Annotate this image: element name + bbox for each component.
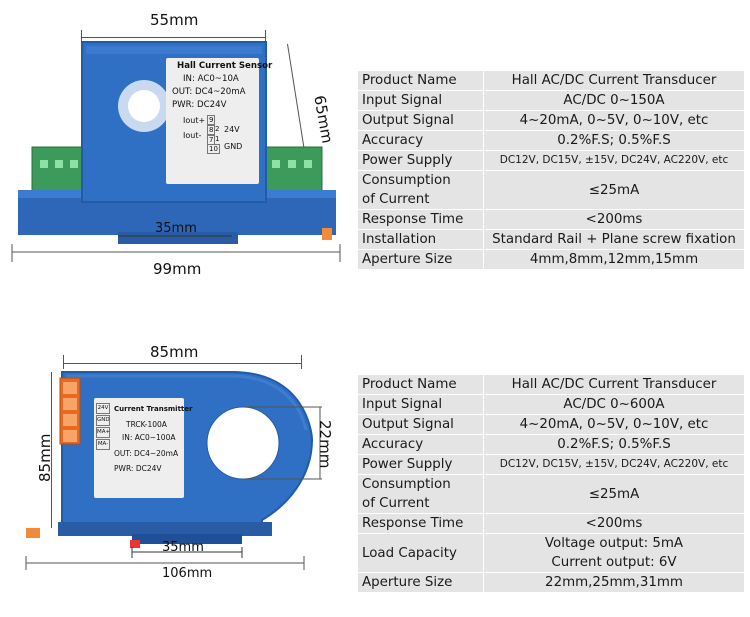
spec-key: Response Time xyxy=(357,513,484,534)
tag-24v: 24V xyxy=(96,403,110,414)
spec-value: DC12V, DC15V, ±15V, DC24V, AC220V, etc xyxy=(483,150,745,171)
spec-key: Output Signal xyxy=(357,110,484,131)
spec-value: Voltage output: 5mA Current output: 6V xyxy=(483,533,745,573)
spec-key: Aperture Size xyxy=(357,572,484,593)
spec-key: Product Name xyxy=(357,374,484,395)
spec-key: Input Signal xyxy=(357,394,484,415)
spec-value: 4~20mA, 0~5V, 0~10V, etc xyxy=(483,414,745,435)
top-label-pwr: PWR: DC24V xyxy=(172,100,227,110)
spec-value: <200ms xyxy=(483,209,745,230)
top-width-dimension-line xyxy=(81,37,265,38)
top-width-tick-left xyxy=(81,30,82,44)
spec-key: Output Signal xyxy=(357,414,484,435)
spec-row: Consumption of Current≤25mA xyxy=(357,474,745,514)
aperture-dimension-label: 22mm xyxy=(316,420,334,469)
side-terminal-tags: 24V GND MA+ MA- xyxy=(96,403,110,450)
spec-key: Consumption of Current xyxy=(357,474,484,514)
spec-value: AC/DC 0~150A xyxy=(483,90,745,111)
pin-10: 10 xyxy=(207,144,220,154)
tag-ma-minus: MA- xyxy=(96,439,110,450)
bottom-rail-label: 35mm xyxy=(162,540,204,555)
bottom-width-dimension-line xyxy=(63,363,301,364)
bottom-height-dimension-line xyxy=(51,372,52,528)
spec-value: 0.2%F.S; 0.5%F.S xyxy=(483,434,745,455)
spec-row: Response Time<200ms xyxy=(357,513,745,534)
top-rail-label: 35mm xyxy=(155,221,197,236)
top-label-title: Hall Current Sensor xyxy=(177,61,273,71)
top-label-out: OUT: DC4~20mA xyxy=(172,87,246,97)
spec-value: Standard Rail + Plane screw fixation xyxy=(483,229,745,250)
spec-value: 0.2%F.S; 0.5%F.S xyxy=(483,130,745,151)
tag-gnd: GND xyxy=(96,415,110,426)
top-label-pinout: Iout+ Iout- 9 8 7 2 1 10 24V GND xyxy=(166,115,259,162)
spec-key: Installation xyxy=(357,229,484,250)
bottom-label-model: TRCK-100A xyxy=(126,420,167,429)
bottom-base-label: 106mm xyxy=(162,566,213,581)
bottom-label-title: Current Transmitter xyxy=(114,405,193,413)
top-label-in: IN: AC0~10A xyxy=(183,74,239,84)
bottom-width-tick-right xyxy=(301,355,302,369)
label-gnd: GND xyxy=(224,142,243,151)
spec-key: Aperture Size xyxy=(357,249,484,270)
spec-key: Accuracy xyxy=(357,130,484,151)
pin-9: 9 xyxy=(207,115,216,125)
iout-plus-label: Iout+ xyxy=(183,116,206,125)
bottom-label-text: Current Transmitter TRCK-100A IN: AC0~10… xyxy=(114,403,192,475)
spec-value: 4mm,8mm,12mm,15mm xyxy=(483,249,745,270)
top-width-label: 55mm xyxy=(150,11,199,29)
spec-row: Consumption of Current≤25mA xyxy=(357,170,745,210)
bottom-label-in: IN: AC0~100A xyxy=(122,433,176,442)
spec-key: Consumption of Current xyxy=(357,170,484,210)
spec-value: ≤25mA xyxy=(483,474,745,514)
bottom-label-pwr: PWR: DC24V xyxy=(114,464,162,473)
spec-key: Power Supply xyxy=(357,454,484,475)
top-base-label: 99mm xyxy=(153,260,202,278)
spec-value: ≤25mA xyxy=(483,170,745,210)
spec-value: 4~20mA, 0~5V, 0~10V, etc xyxy=(483,110,745,131)
top-width-tick-right xyxy=(265,30,266,44)
spec-value: Hall AC/DC Current Transducer xyxy=(483,70,745,91)
spec-key: Power Supply xyxy=(357,150,484,171)
bottom-width-tick-left xyxy=(63,355,64,369)
spec-key: Input Signal xyxy=(357,90,484,111)
bottom-width-label: 85mm xyxy=(150,343,199,361)
label-24v: 24V xyxy=(224,125,240,134)
bottom-device-illustration xyxy=(25,371,322,570)
spec-value: AC/DC 0~600A xyxy=(483,394,745,415)
spec-key: Product Name xyxy=(357,70,484,91)
spec-key: Load Capacity xyxy=(357,533,484,573)
spec-key: Accuracy xyxy=(357,434,484,455)
spec-value: 22mm,25mm,31mm xyxy=(483,572,745,593)
pin-8: 8 xyxy=(207,125,216,135)
bottom-transmitter-label: 24V GND MA+ MA- Current Transmitter TRCK… xyxy=(94,398,192,498)
pin-1: 1 xyxy=(215,135,220,143)
iout-minus-label: Iout- xyxy=(183,131,202,140)
tag-ma-plus: MA+ xyxy=(96,427,110,438)
top-sensor-label: Hall Current Sensor IN: AC0~10A OUT: DC4… xyxy=(166,58,273,184)
pin-2: 2 xyxy=(215,125,220,133)
spec-value: DC12V, DC15V, ±15V, DC24V, AC220V, etc xyxy=(483,454,745,475)
bottom-label-out: OUT: DC4~20mA xyxy=(114,449,179,458)
spec-value: Hall AC/DC Current Transducer xyxy=(483,374,745,395)
spec-key: Response Time xyxy=(357,209,484,230)
spec-row: Response Time<200ms xyxy=(357,209,745,230)
spec-value: <200ms xyxy=(483,513,745,534)
